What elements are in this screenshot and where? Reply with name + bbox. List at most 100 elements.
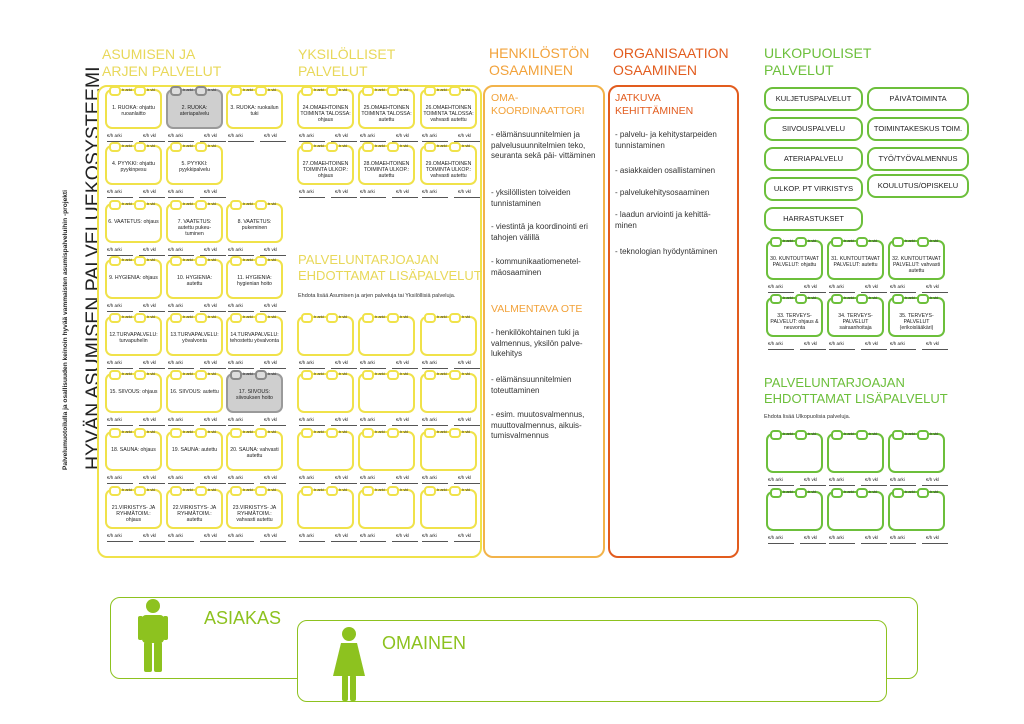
hours-weekday-box[interactable] bbox=[362, 86, 374, 96]
hours-weekday-box[interactable] bbox=[362, 370, 374, 380]
hours-weekday-box[interactable] bbox=[892, 488, 904, 498]
hours-weekend-box[interactable] bbox=[326, 86, 338, 96]
pill-kuljetuspalvelut[interactable]: KULJETUSPALVELUT bbox=[764, 87, 863, 111]
hours-weekend-box[interactable] bbox=[856, 488, 868, 498]
hours-weekday-box[interactable] bbox=[831, 294, 843, 304]
hours-weekend-box[interactable] bbox=[134, 142, 146, 152]
hours-weekday-box[interactable] bbox=[301, 313, 313, 323]
hours-weekend-box[interactable] bbox=[387, 142, 399, 152]
hours-weekend-box[interactable] bbox=[449, 313, 461, 323]
hours-weekday-box[interactable] bbox=[892, 237, 904, 247]
hours-weekend-box[interactable] bbox=[795, 488, 807, 498]
hours-weekend-box[interactable] bbox=[917, 488, 929, 498]
hours-weekend-box[interactable] bbox=[255, 486, 267, 496]
pill-ulkop-pt-virkistys[interactable]: ULKOP. PT VIRKISTYS bbox=[764, 177, 863, 201]
hours-weekend-box[interactable] bbox=[195, 142, 207, 152]
hours-weekday-box[interactable] bbox=[170, 428, 182, 438]
hours-weekend-box[interactable] bbox=[449, 370, 461, 380]
hours-weekend-box[interactable] bbox=[856, 237, 868, 247]
hours-weekday-box[interactable] bbox=[424, 313, 436, 323]
hours-weekday-box[interactable] bbox=[170, 370, 182, 380]
hours-weekend-box[interactable] bbox=[134, 486, 146, 496]
hours-weekend-box[interactable] bbox=[917, 294, 929, 304]
hours-weekday-box[interactable] bbox=[770, 294, 782, 304]
pill-ateriapalvelu[interactable]: ATERIAPALVELU bbox=[764, 147, 863, 171]
hours-weekday-box[interactable] bbox=[831, 488, 843, 498]
hours-weekend-box[interactable] bbox=[134, 200, 146, 210]
hours-weekday-box[interactable] bbox=[362, 486, 374, 496]
hours-weekend-box[interactable] bbox=[134, 428, 146, 438]
hours-weekday-box[interactable] bbox=[109, 256, 121, 266]
hours-weekend-box[interactable] bbox=[326, 370, 338, 380]
hours-weekend-box[interactable] bbox=[387, 486, 399, 496]
hours-weekend-box[interactable] bbox=[795, 237, 807, 247]
hours-weekend-box[interactable] bbox=[134, 313, 146, 323]
hours-weekday-box[interactable] bbox=[892, 294, 904, 304]
hours-weekday-box[interactable] bbox=[230, 256, 242, 266]
hours-weekend-box[interactable] bbox=[255, 370, 267, 380]
hours-weekend-box[interactable] bbox=[255, 313, 267, 323]
hours-weekend-box[interactable] bbox=[326, 486, 338, 496]
hours-weekend-box[interactable] bbox=[195, 313, 207, 323]
hours-weekend-box[interactable] bbox=[449, 428, 461, 438]
hours-weekday-box[interactable] bbox=[892, 430, 904, 440]
hours-weekend-box[interactable] bbox=[195, 256, 207, 266]
hours-weekday-box[interactable] bbox=[230, 486, 242, 496]
hours-weekday-box[interactable] bbox=[109, 86, 121, 96]
hours-weekday-box[interactable] bbox=[170, 486, 182, 496]
hours-weekday-box[interactable] bbox=[831, 237, 843, 247]
hours-weekend-box[interactable] bbox=[195, 370, 207, 380]
hours-weekday-box[interactable] bbox=[109, 428, 121, 438]
hours-weekday-box[interactable] bbox=[170, 256, 182, 266]
hours-weekday-box[interactable] bbox=[362, 313, 374, 323]
hours-weekday-box[interactable] bbox=[109, 370, 121, 380]
hours-weekend-box[interactable] bbox=[195, 486, 207, 496]
pill-harrastukset[interactable]: HARRASTUKSET bbox=[764, 207, 863, 231]
hours-weekday-box[interactable] bbox=[301, 428, 313, 438]
hours-weekday-box[interactable] bbox=[424, 486, 436, 496]
hours-weekend-box[interactable] bbox=[326, 313, 338, 323]
hours-weekday-box[interactable] bbox=[424, 370, 436, 380]
hours-weekday-box[interactable] bbox=[170, 200, 182, 210]
hours-weekend-box[interactable] bbox=[449, 86, 461, 96]
hours-weekend-box[interactable] bbox=[449, 142, 461, 152]
hours-weekday-box[interactable] bbox=[831, 430, 843, 440]
hours-weekday-box[interactable] bbox=[424, 86, 436, 96]
hours-weekday-box[interactable] bbox=[301, 370, 313, 380]
hours-weekday-box[interactable] bbox=[230, 370, 242, 380]
hours-weekend-box[interactable] bbox=[326, 142, 338, 152]
hours-weekday-box[interactable] bbox=[230, 313, 242, 323]
hours-weekday-box[interactable] bbox=[230, 86, 242, 96]
